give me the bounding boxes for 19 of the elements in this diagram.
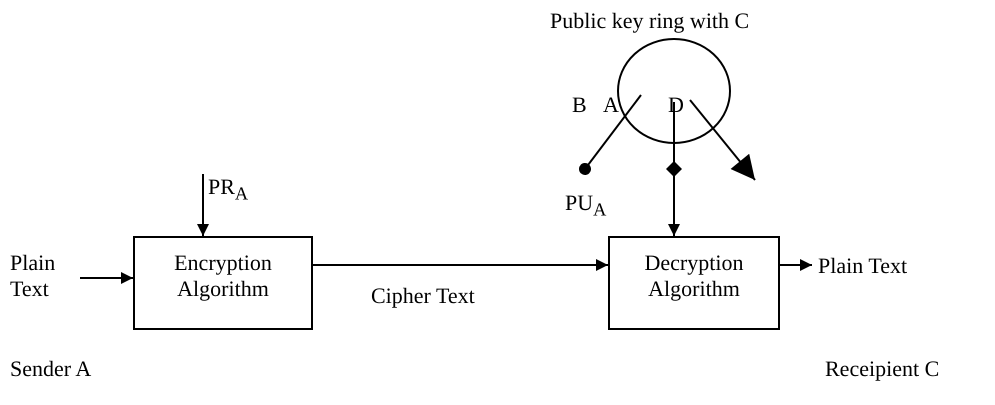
arrow	[666, 102, 682, 236]
ring-title: Public key ring with C	[550, 8, 750, 34]
process-box: Encryption Algorithm	[133, 236, 313, 330]
arrow	[689, 99, 756, 181]
node-text: Plain Text	[10, 250, 56, 302]
edge-label: Cipher Text	[371, 283, 475, 309]
arrow	[780, 259, 812, 271]
arrow	[80, 272, 133, 284]
text-label: Receipient C	[825, 356, 940, 382]
process-box: Decryption Algorithm	[608, 236, 780, 330]
text-label: A	[603, 92, 619, 118]
arrow	[313, 259, 608, 271]
node-text: PU$_{A}$	[565, 190, 608, 222]
arrow	[197, 174, 209, 236]
text-label: Sender A	[10, 356, 92, 382]
text-label: D	[668, 92, 684, 118]
node-text: PR$_{A}$	[208, 174, 246, 206]
node-text: Plain Text	[818, 253, 908, 279]
text-label: B	[572, 92, 587, 118]
